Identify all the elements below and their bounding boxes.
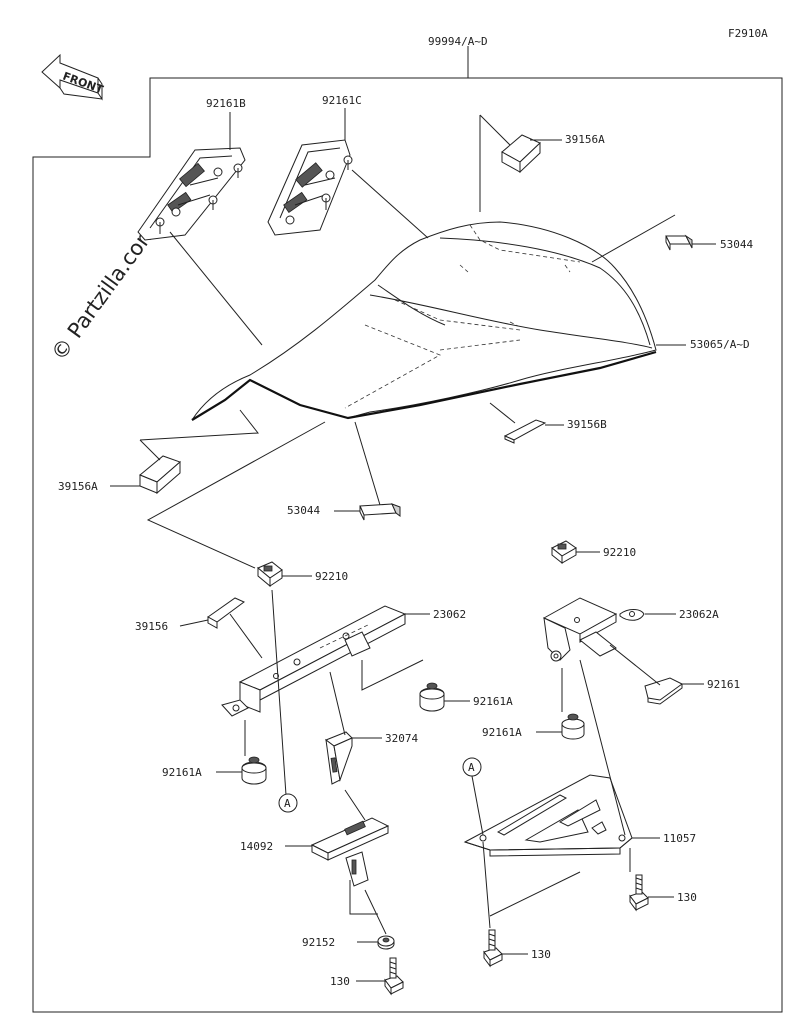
leader-53044-lower (334, 421, 381, 512)
leader-130-right (629, 848, 674, 898)
seat-cover-53065 (191, 221, 657, 421)
plate-11057 (463, 774, 633, 857)
guide-14092 (310, 817, 390, 887)
nut-92210-left (257, 561, 283, 588)
label-92161c: 92161C (322, 94, 362, 107)
leader-39156b (489, 402, 564, 426)
leader-92161c-seat (351, 169, 429, 239)
ref-marker-a-left-label: A (284, 797, 291, 810)
watermark: © Partzilla.com (47, 220, 162, 365)
label-53044-right: 53044 (720, 238, 753, 251)
label-130-center: 130 (531, 948, 551, 961)
label-92161a-right: 92161A (482, 726, 522, 739)
bracket-23062a (542, 597, 645, 662)
grommet-92161a-left (241, 756, 267, 785)
bolt-130-bottom (384, 957, 404, 996)
ref-marker-a-right-label: A (468, 761, 475, 774)
leader-92152 (349, 880, 387, 943)
pad-39156b (503, 419, 547, 444)
grommet-92161 (644, 677, 683, 705)
leader-92161a-center (361, 659, 470, 702)
clip-53044-right (665, 234, 693, 251)
label-92161a-center: 92161A (473, 695, 513, 708)
bracket-32074 (324, 731, 353, 785)
label-92210-right: 92210 (603, 546, 636, 559)
label-39156a-top: 39156A (565, 133, 605, 146)
pad-39156 (207, 597, 245, 629)
leader-92161b-seat (169, 231, 263, 346)
leader-14092 (285, 789, 366, 847)
leader-11057 (579, 659, 660, 839)
front-arrow-icon: FRONT (41, 53, 105, 101)
leader-92161a-left (216, 720, 246, 773)
label-23062: 23062 (433, 608, 466, 621)
leader-130-center (482, 841, 581, 955)
washer-92152 (377, 935, 395, 950)
leader-32074 (329, 671, 382, 739)
leader-39156 (179, 613, 263, 659)
bolt-130-right (629, 874, 649, 912)
label-11057: 11057 (663, 832, 696, 845)
nut-92210-right (551, 540, 577, 565)
leader-seat-to-92210 (146, 421, 326, 569)
assembly-frame (32, 77, 783, 1013)
bracket-92161c (267, 139, 353, 236)
label-39156a-left: 39156A (58, 480, 98, 493)
label-53044-lower: 53044 (287, 504, 320, 517)
leader-53044-right (591, 214, 716, 263)
leader-39156a-top (479, 114, 562, 212)
label-23062a: 23062A (679, 608, 719, 621)
label-14092: 14092 (240, 840, 273, 853)
assembly-label: 99994/A~D (428, 35, 488, 48)
label-39156b: 39156B (567, 418, 607, 431)
label-92210-left: 92210 (315, 570, 348, 583)
label-130-right: 130 (677, 891, 697, 904)
label-92161a-left: 92161A (162, 766, 202, 779)
bolt-130-center (483, 929, 503, 968)
label-92152: 92152 (302, 936, 335, 949)
leader-39156a-left (110, 409, 259, 487)
label-39156: 39156 (135, 620, 168, 633)
label-130-bottom: 130 (330, 975, 350, 988)
pad-39156a-left (139, 455, 181, 495)
label-92161: 92161 (707, 678, 740, 691)
bracket-92161b (137, 147, 246, 241)
pad-39156a-top (501, 134, 541, 174)
leader-92161a-right (536, 668, 563, 733)
grommet-92161a-center (419, 682, 445, 712)
ref-marker-a-left: A (271, 589, 298, 813)
ref-marker-a-right: A (462, 757, 484, 836)
clip-53044-lower (359, 503, 401, 521)
label-32074: 32074 (385, 732, 418, 745)
figure-code: F2910A (728, 27, 768, 40)
leader-92161 (609, 644, 704, 686)
bracket-23062 (221, 605, 407, 717)
grommet-92161a-right (561, 713, 585, 740)
label-53065: 53065/A~D (690, 338, 750, 351)
label-92161b: 92161B (206, 97, 246, 110)
